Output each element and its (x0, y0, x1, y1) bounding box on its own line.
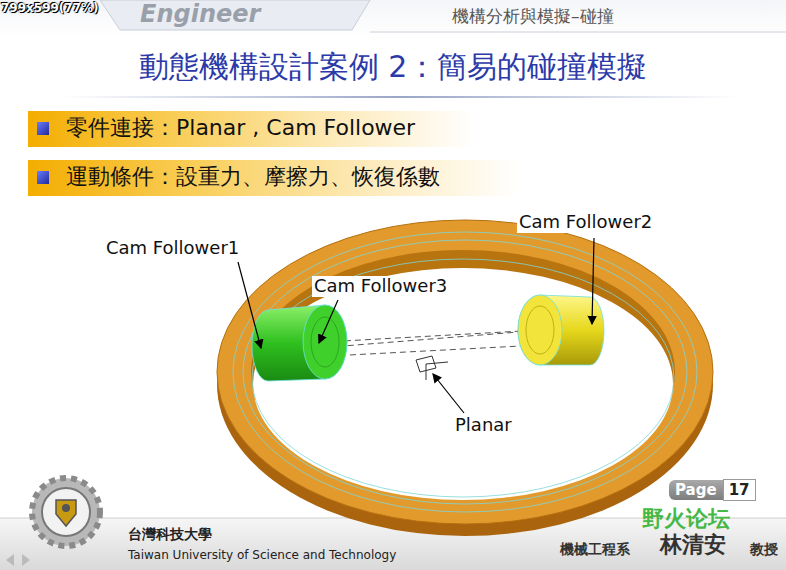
header-logo-text: Engineer (140, 1, 260, 29)
leader-lines (238, 238, 594, 413)
slide-title: 動態機構設計案例 2：簡易的碰撞模擬 (0, 50, 786, 85)
university-logo-part (62, 504, 70, 512)
leader-lines-part (319, 300, 338, 343)
author-title: 教授 (750, 541, 778, 557)
ring-figure-part (233, 232, 697, 512)
planar-symbol-part (426, 364, 427, 380)
department-name: 機械工程系 (560, 541, 630, 557)
header-bar-part (100, 0, 370, 30)
yellow-cylinder-part (518, 295, 604, 365)
header-bar-part (0, 0, 786, 36)
bullet-band: 零件連接：Planar , Cam Follower (28, 111, 475, 147)
page-word: Page (669, 480, 723, 500)
title-rule (60, 96, 740, 98)
yellow-cylinder-part (526, 306, 554, 354)
nav-arrows-part (22, 554, 30, 566)
planar-symbol (416, 356, 448, 380)
author-name: 林清安 (660, 532, 726, 557)
university-logo-part (42, 488, 90, 536)
bullet-square (37, 122, 49, 135)
header-subtitle: 機構分析與模擬–碰撞 (452, 7, 614, 27)
ring-figure-part (252, 259, 674, 497)
university-name: 台灣科技大學 (128, 526, 212, 542)
part-label: Cam Follower1 (104, 238, 241, 259)
page-number: 17 (723, 479, 756, 501)
university-name-english: Taiwan University of Science and Technol… (128, 549, 396, 563)
joint-axes-part (330, 345, 540, 356)
ring-figure-part (253, 268, 673, 500)
page-badge: Page17 (669, 479, 756, 501)
yellow-cylinder (518, 295, 604, 365)
header-bar-part (370, 32, 786, 33)
nav-arrows (6, 554, 30, 566)
green-cylinder-part (303, 305, 347, 379)
joint-label: Planar (453, 415, 514, 436)
leader-lines-part (592, 238, 594, 324)
bullet-text: 零件連接：Planar , Cam Follower (66, 115, 415, 141)
planar-symbol-part (426, 362, 448, 364)
watermark: 野火论坛 (642, 506, 730, 531)
nav-arrows-part (6, 554, 14, 566)
screen-size-note: 799x599(77%) (1, 2, 99, 16)
ring-figure (217, 220, 713, 536)
green-cylinder (252, 305, 347, 381)
part-label: Cam Follower2 (517, 212, 654, 233)
university-logo (32, 478, 100, 546)
bullet-square (37, 171, 49, 184)
ring-figure-part (217, 220, 713, 524)
header-bar (0, 0, 786, 36)
joint-axes-part (325, 330, 540, 342)
part-label: Cam Follower3 (312, 276, 449, 297)
ring-figure-part (243, 240, 687, 504)
green-cylinder-part (311, 317, 339, 367)
green-cylinder-part (252, 305, 347, 381)
university-logo-part (56, 500, 76, 526)
bullet-band: 運動條件：設重力、摩擦力、恢復係數 (28, 160, 520, 196)
leader-lines-part (238, 262, 261, 348)
bullet-text: 運動條件：設重力、摩擦力、恢復係數 (66, 164, 440, 190)
university-logo-part (32, 478, 100, 546)
yellow-cylinder-part (518, 295, 562, 365)
leader-lines-part (433, 374, 464, 413)
